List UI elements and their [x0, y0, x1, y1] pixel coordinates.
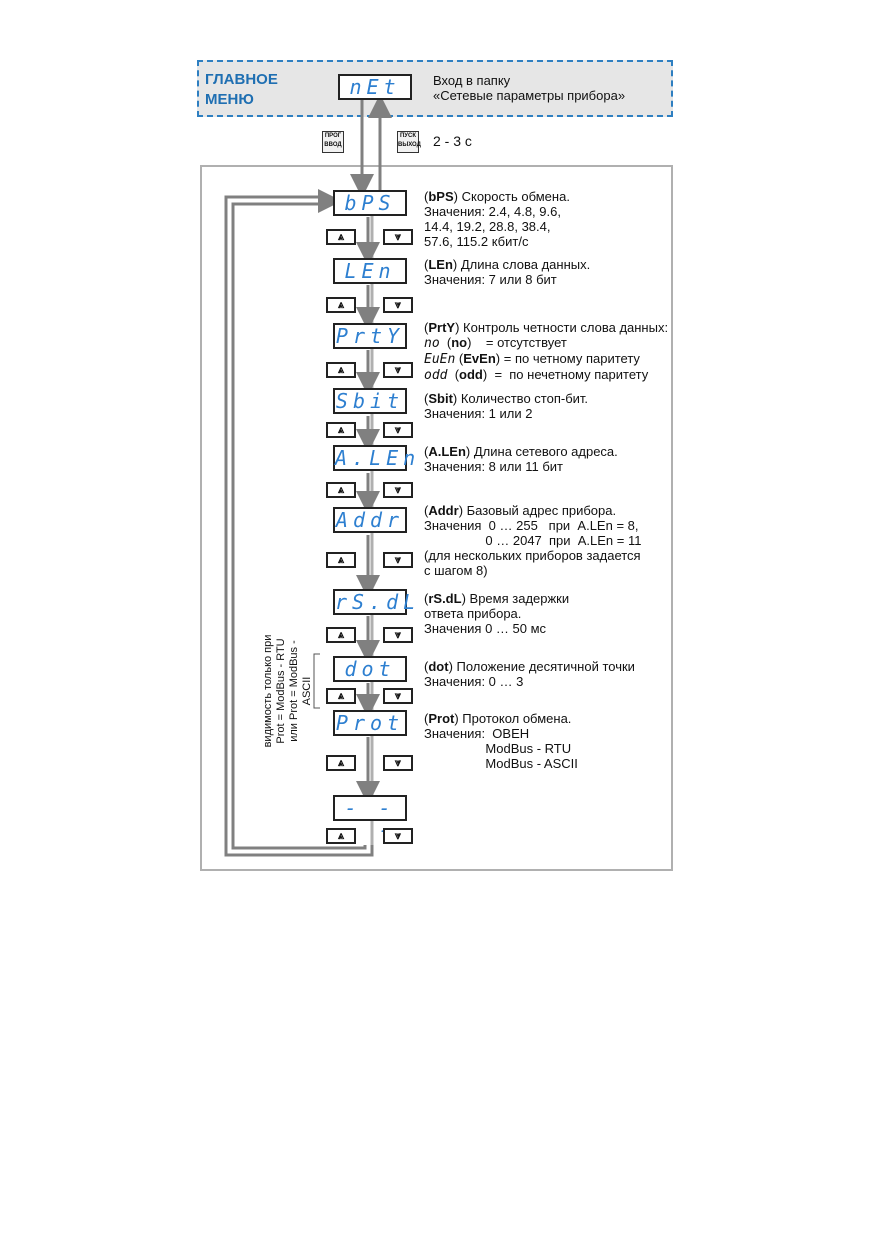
- down-key[interactable]: ⩔: [383, 229, 413, 245]
- desc-prot: (Prot) Протокол обмена. Значения: ОВЕН M…: [424, 711, 578, 771]
- start-exit-key[interactable]: ПУСК ВЫХОД: [397, 131, 421, 153]
- network-params-frame: [200, 165, 673, 871]
- display-dot: dot: [333, 656, 407, 682]
- main-menu-description: Вход в папку «Сетевые параметры прибора»: [433, 73, 626, 103]
- desc-rsdl: (rS.dL) Время задержки ответа прибора. З…: [424, 591, 570, 636]
- down-key[interactable]: ⩔: [383, 422, 413, 438]
- up-key[interactable]: ⩓: [326, 362, 356, 378]
- down-key[interactable]: ⩔: [383, 627, 413, 643]
- down-key[interactable]: ⩔: [383, 482, 413, 498]
- desc-addr: (Addr) Базовый адрес прибора. Значения 0…: [424, 503, 642, 578]
- up-key[interactable]: ⩓: [326, 828, 356, 844]
- desc-len: (LEn) Длина слова данных. Значения: 7 ил…: [424, 257, 591, 287]
- prog-key-label: ПРОГ: [324, 133, 342, 139]
- main-menu-title: ГЛАВНОЕ МЕНЮ: [205, 71, 278, 108]
- display-net: nEt: [338, 74, 412, 100]
- display-rsdl: rS.dL: [333, 589, 421, 615]
- desc-bps: (bPS) Скорость обмена. Значения: 2.4, 4.…: [424, 189, 570, 249]
- down-key[interactable]: ⩔: [383, 755, 413, 771]
- enter-key-label: ВВОД: [324, 142, 342, 148]
- display-prot: Prot: [333, 710, 407, 736]
- down-key[interactable]: ⩔: [383, 552, 413, 568]
- up-key[interactable]: ⩓: [326, 688, 356, 704]
- down-key[interactable]: ⩔: [383, 297, 413, 313]
- display-alen: A.LEn: [333, 445, 421, 471]
- up-key[interactable]: ⩓: [326, 422, 356, 438]
- prog-enter-key[interactable]: ПРОГ ВВОД: [322, 131, 344, 153]
- display-sbit: Sbit: [333, 388, 407, 414]
- start-key-label: ПУСК: [399, 133, 417, 139]
- desc-alen: (A.LEn) Длина сетевого адреса. Значения:…: [424, 444, 618, 474]
- down-key[interactable]: ⩔: [383, 362, 413, 378]
- up-key[interactable]: ⩓: [326, 755, 356, 771]
- display-bps: bPS: [333, 190, 407, 216]
- up-key[interactable]: ⩓: [326, 229, 356, 245]
- down-key[interactable]: ⩔: [383, 688, 413, 704]
- hold-time-label: 2 - 3 с: [433, 133, 472, 149]
- up-key[interactable]: ⩓: [326, 297, 356, 313]
- display-end: - - - -: [333, 795, 407, 841]
- desc-prty: (PrtY) Контроль четности слова данных:: [424, 320, 669, 335]
- desc-sbit: (Sbit) Количество стоп-бит. Значения: 1 …: [424, 391, 589, 421]
- main-menu-panel: [197, 60, 673, 117]
- up-key[interactable]: ⩓: [326, 552, 356, 568]
- up-key[interactable]: ⩓: [326, 482, 356, 498]
- exit-key-label: ВЫХОД: [398, 142, 421, 148]
- display-len: LEn: [333, 258, 407, 284]
- display-prty: PrtY: [333, 323, 407, 349]
- up-key[interactable]: ⩓: [326, 627, 356, 643]
- desc-dot: (dot) Положение десятичной точки Значени…: [424, 659, 635, 689]
- display-addr: Addr: [333, 507, 407, 533]
- down-key[interactable]: ⩔: [383, 828, 413, 844]
- parity-list: no (no) = отсутствует EuEn (EvEn) = по ч…: [424, 335, 649, 383]
